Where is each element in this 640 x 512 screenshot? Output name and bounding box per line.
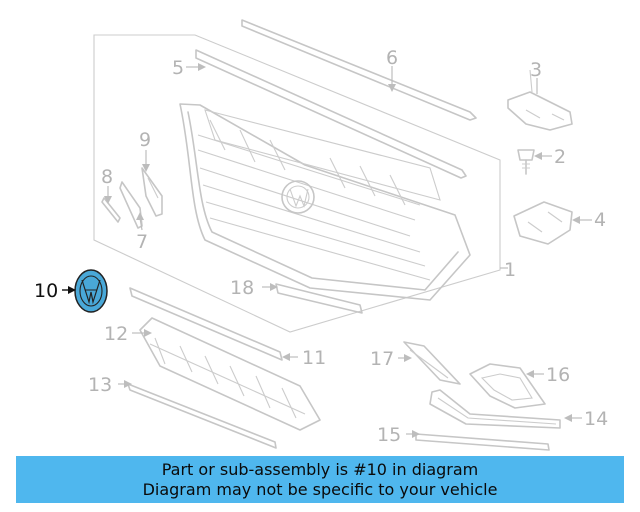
part-2-screw[interactable] [517, 149, 535, 175]
callout-10: 10 [34, 280, 58, 302]
callout-15: 15 [377, 424, 401, 446]
part-13-lower-trim[interactable] [127, 383, 277, 449]
assembly-outline [93, 34, 501, 333]
part-7-trim[interactable] [119, 181, 143, 229]
callout-8: 8 [101, 166, 113, 188]
banner-line-part: Part or sub-assembly is #10 in diagram [161, 459, 479, 479]
callout-2: 2 [554, 146, 566, 168]
callout-13: 13 [88, 374, 112, 396]
part-1-grille[interactable] [179, 103, 471, 301]
part-14-fog-trim[interactable] [429, 389, 561, 429]
parts-diagram: 6 5 3 2 4 1 8 9 7 10 18 11 12 13 17 16 1… [34, 19, 608, 451]
callout-9: 9 [139, 129, 151, 151]
part-10-emblem[interactable] [74, 269, 108, 313]
callout-7: 7 [136, 231, 148, 253]
callout-3: 3 [530, 59, 542, 81]
callout-11: 11 [302, 347, 326, 369]
part-5-molding[interactable] [195, 49, 467, 179]
part-3-bracket[interactable] [507, 69, 573, 131]
info-banner: Part or sub-assembly is #10 in diagram D… [16, 456, 624, 503]
callout-16: 16 [546, 364, 570, 386]
callout-6: 6 [386, 47, 398, 69]
leader-lines [62, 63, 592, 438]
part-12-lower-grille[interactable] [139, 317, 321, 431]
callout-5: 5 [172, 57, 184, 79]
callout-18: 18 [230, 277, 254, 299]
callout-14: 14 [584, 408, 608, 430]
callout-1: 1 [504, 259, 516, 281]
part-16-bezel[interactable] [469, 363, 546, 409]
part-17-cover[interactable] [403, 341, 461, 385]
callout-12: 12 [104, 323, 128, 345]
callout-17: 17 [370, 348, 394, 370]
part-18-strip[interactable] [275, 283, 363, 314]
banner-line-disclaimer: Diagram may not be specific to your vehi… [142, 479, 498, 499]
part-15-strip[interactable] [415, 433, 550, 451]
part-4-bracket[interactable] [513, 201, 573, 245]
part-11-lower-strip[interactable] [129, 287, 283, 361]
part-8-trim[interactable] [101, 197, 121, 223]
part-9-trim[interactable] [141, 167, 163, 217]
part-6-upper-strip[interactable] [241, 19, 477, 121]
callout-4: 4 [594, 209, 606, 231]
